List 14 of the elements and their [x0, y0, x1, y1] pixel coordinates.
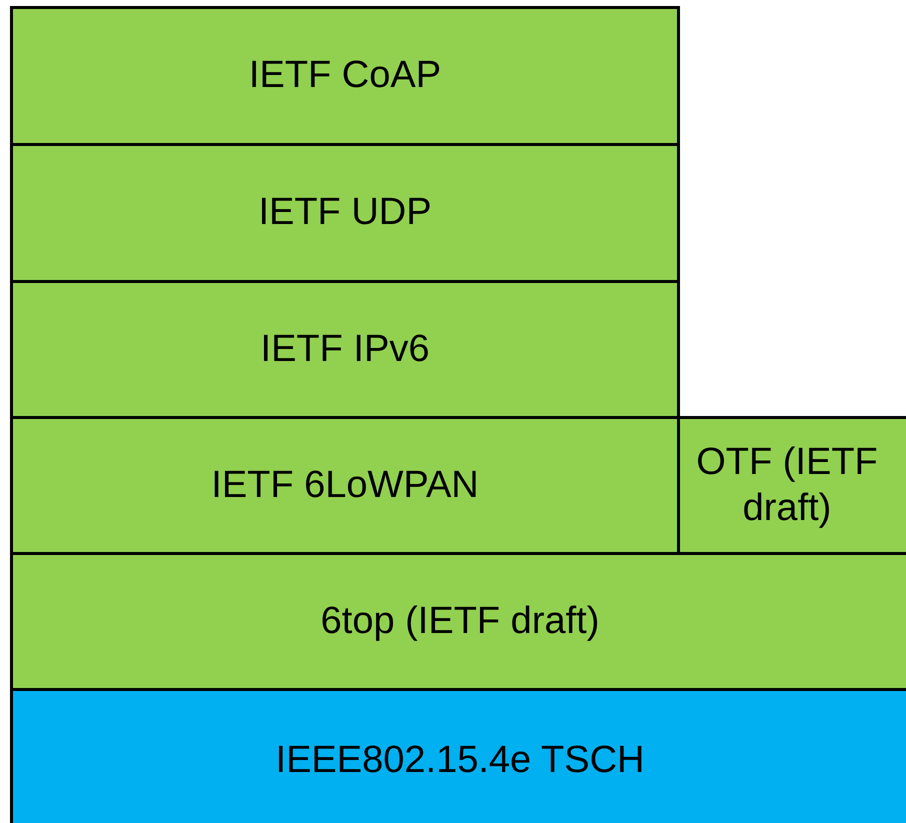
- layer-name: IEEE802.15.4e TSCH: [276, 738, 644, 783]
- layer-name: IETF IPv6: [260, 326, 430, 372]
- protocol-layer: [10, 688, 906, 823]
- layer-name: IETF CoAP: [248, 53, 442, 98]
- protocol-layer: [10, 416, 680, 555]
- protocol-layer: [10, 552, 906, 691]
- protocol-layer: [10, 280, 680, 419]
- layer-name: IETF 6LoWPAN: [211, 462, 479, 508]
- protocol-layer: [10, 6, 680, 146]
- layer-name: OTF (IETF draft): [695, 440, 879, 530]
- layer-name: IETF UDP: [258, 190, 432, 236]
- protocol-layer: [677, 416, 906, 555]
- layer-name: 6top (IETF draft): [320, 598, 600, 644]
- protocol-layer: [10, 143, 680, 283]
